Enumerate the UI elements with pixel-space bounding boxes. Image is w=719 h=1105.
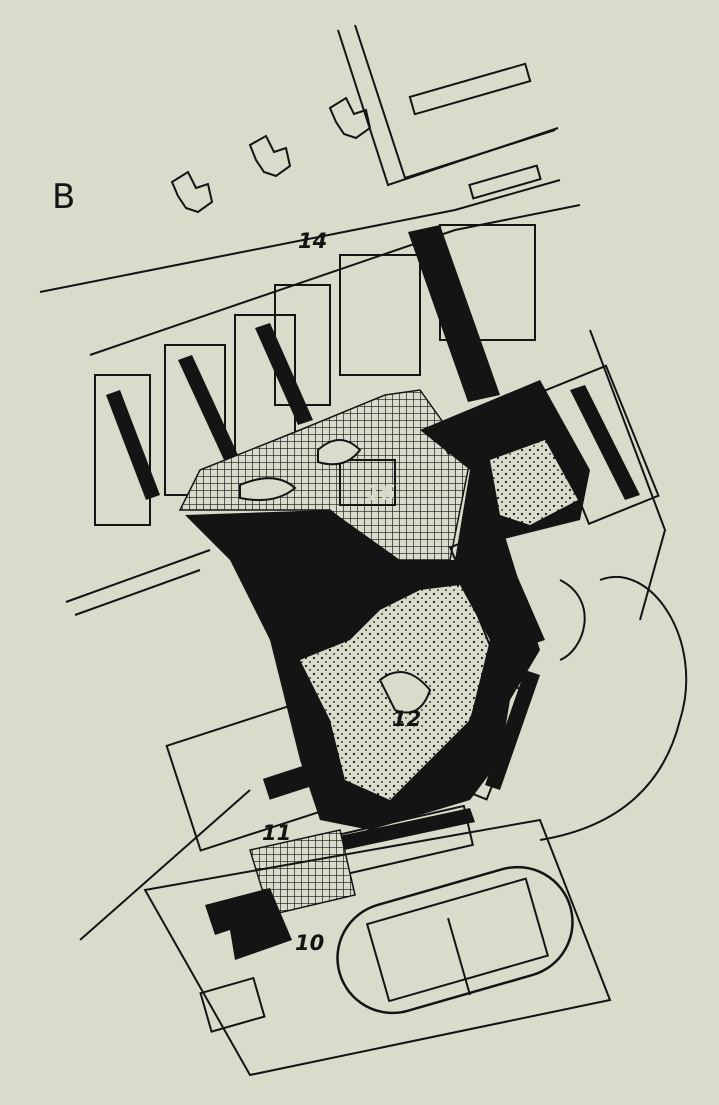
slab-south: [330, 808, 475, 852]
north-blocks: [339, 224, 536, 402]
slab-1: [106, 390, 160, 500]
road-strip-north-east: [408, 62, 532, 116]
house-3: [328, 96, 372, 140]
west-lot-4: [274, 284, 331, 406]
west-residential: [94, 284, 331, 526]
block-north-east: [439, 224, 536, 341]
label-12: 12: [392, 707, 421, 731]
area-11: [165, 698, 345, 852]
sports-ground: [143, 818, 612, 1077]
field-centerline: [447, 917, 471, 996]
slab-east-1: [480, 525, 545, 645]
road-west-branch-b: [74, 569, 201, 616]
block-north-white: [339, 254, 421, 376]
road-southwest: [79, 789, 251, 941]
area-11-lot: [165, 698, 345, 852]
plaza-buildings: [239, 439, 396, 631]
house-row-north: [170, 96, 372, 214]
building-13-b: [317, 589, 359, 631]
road-east-curve: [539, 575, 688, 841]
road-east-inner: [559, 579, 586, 661]
slab-3: [255, 323, 313, 425]
road-network: [39, 24, 688, 941]
road-main-north: [337, 29, 559, 187]
slab-2: [178, 355, 238, 460]
label-13: 13: [322, 583, 351, 607]
house-1: [170, 170, 214, 214]
road-avenue-14-top: [39, 179, 561, 293]
house-2: [248, 134, 292, 178]
road-avenue-14-bottom: [89, 204, 581, 356]
building-10: [205, 888, 292, 960]
football-field: [365, 877, 550, 1003]
label-16: 16: [366, 481, 395, 505]
east-slab-b: [570, 385, 640, 500]
lot-east-1: [448, 529, 537, 656]
building-16: [339, 459, 396, 506]
label-11: 11: [262, 821, 291, 845]
east-lot: [535, 364, 660, 526]
park-pond: [378, 671, 432, 714]
sports-lot: [143, 818, 612, 1077]
road-west-branch: [65, 549, 211, 603]
road-main-north-inner: [354, 24, 556, 180]
label-14: 14: [298, 229, 327, 253]
west-lot-1: [94, 374, 151, 526]
figure-letter: B: [52, 177, 75, 217]
plaza-pool-left: [239, 477, 297, 501]
area-11-block: [262, 761, 323, 800]
east-slab-a: [440, 395, 548, 455]
block-north-black-bar: [408, 225, 500, 402]
plaza-pool-right: [317, 439, 362, 466]
label-10: 10: [295, 931, 324, 955]
east-slabs: [330, 525, 545, 876]
east-court-garden: [490, 440, 578, 525]
southwest-lot: [199, 976, 266, 1033]
road-strip-east: [468, 164, 542, 200]
boundary-east: [589, 329, 667, 621]
lot-east-2: [443, 674, 531, 801]
